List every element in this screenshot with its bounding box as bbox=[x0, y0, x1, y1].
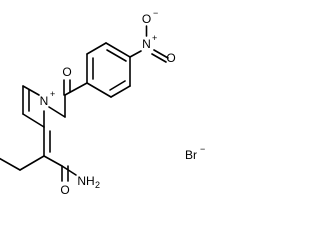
atom-pyridinium-n: N bbox=[40, 94, 49, 108]
bond-pyr-n-upper-left bbox=[22, 85, 40, 96]
bond-ph-lower-right-right bbox=[110, 85, 131, 98]
bond-nitro-n-ring bbox=[129, 50, 142, 58]
bond-ring-amide-c bbox=[43, 155, 63, 167]
bond-pyr-lower-left-bottom bbox=[22, 113, 45, 128]
bond-amide-c-n bbox=[61, 165, 77, 176]
atom-nitro-n: N bbox=[142, 37, 151, 51]
atom-nitro-o-top-charge: − bbox=[153, 8, 158, 18]
atom-ketone-o: O bbox=[62, 65, 71, 79]
bond-ph-bottom-lower-right bbox=[86, 82, 112, 98]
atom-nitro-o-bottom: O bbox=[166, 51, 175, 65]
atom-amide-n: NH bbox=[77, 174, 94, 188]
bond-ph-top-upper-left bbox=[105, 42, 131, 58]
bond-nitro-n-o-bottom-b bbox=[151, 53, 167, 63]
atom-amide-o: O bbox=[60, 183, 69, 197]
bond-nitro-n-o-bottom-a bbox=[153, 49, 169, 59]
bond-ch2-pyridinium-n bbox=[48, 106, 66, 118]
bond-ph-top-upper-left-inner bbox=[106, 49, 127, 62]
chemical-structure: O − N + O O N + O NH 2 Br − bbox=[0, 8, 206, 197]
bond-ph-upper-left-lower-left bbox=[86, 42, 107, 55]
atom-pyridinium-n-charge: + bbox=[50, 89, 55, 99]
bond-lines bbox=[0, 25, 169, 182]
bond-pyr-lower-right-upper-right bbox=[19, 155, 45, 171]
bond-pyr-upper-right-right bbox=[0, 157, 21, 171]
atom-nitro-n-charge: + bbox=[152, 33, 157, 43]
counterion-charge: − bbox=[200, 144, 205, 154]
atom-nitro-o-top: O bbox=[142, 12, 151, 26]
counterion-symbol: Br bbox=[185, 148, 197, 162]
bond-ring-carbonyl bbox=[64, 82, 88, 96]
atom-labels: O − N + O O N + O NH 2 Br − bbox=[40, 8, 206, 197]
bond-ph-lower-right-right-inner bbox=[109, 80, 126, 91]
atom-amide-n-subscript: 2 bbox=[95, 180, 100, 190]
